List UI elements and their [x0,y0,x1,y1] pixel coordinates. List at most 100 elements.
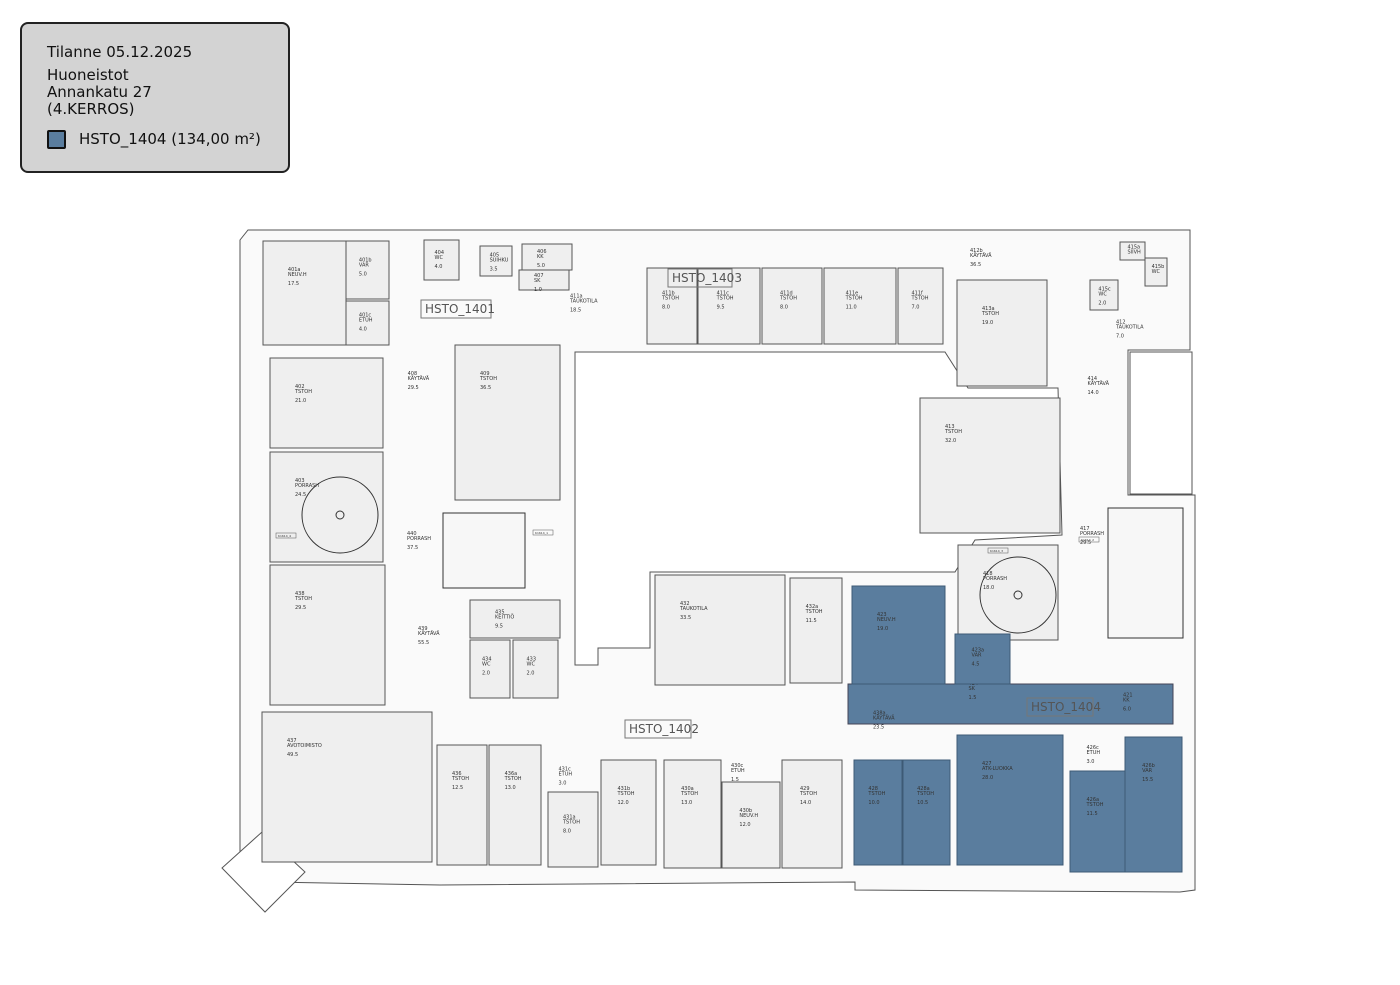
spiral-staircase-icon [979,556,1057,634]
room-number: 436a [505,771,518,777]
room-area [897,267,944,345]
room-size: 18.0 [983,585,994,591]
room-type: WC [1152,269,1161,275]
room-area [697,267,761,345]
room-type: PORRASH [295,483,319,489]
room-area [1089,279,1119,311]
stair-tag: K1614_3 [990,549,1003,553]
room-type: TSTOH [1086,802,1104,808]
room-number: 436 [452,771,462,777]
room-size: 3.5 [490,267,498,273]
room-number: 430c [731,763,744,769]
room-type: WC [435,255,444,261]
apartment-tag-label: HSTO_1404 [1031,700,1101,714]
apartment-tag-frame [420,299,492,319]
room-size: 21.0 [295,398,306,404]
room-number: 402 [295,384,305,390]
room-number: 404 [435,250,445,256]
room-number: 411c [717,291,730,297]
room-size: 29.5 [295,605,306,611]
room-number: 401b [359,257,372,263]
room-type: TSTOH [799,791,817,797]
room-area [454,344,561,501]
room-size: 18.5 [570,307,581,313]
room-number: 406 [537,249,547,255]
room-size: 9.5 [495,623,503,629]
room-type: SIIVH [1128,249,1142,255]
room-number: 412b [970,248,983,254]
room-type: TSTOH [661,296,679,302]
room-type: TSTOH [716,296,734,302]
room-type: KÄYTÄVÄ [873,714,895,721]
room-area [269,357,384,449]
room-number: 439 [418,626,428,632]
room-size: 11.0 [846,305,857,311]
room-size: 6.0 [1123,707,1131,713]
room-number: 418 [983,571,993,577]
room-number: 412 [1116,319,1126,325]
apartment-tag-label: HSTO_1402 [629,722,699,736]
room-size: 9.5 [717,305,725,311]
room-type: ETUH [359,317,373,323]
room-type: TSTOH [479,376,497,382]
apartment-tag: HSTO_1404 [1026,697,1101,717]
room-type: AVOTOIMISTO [287,743,322,749]
room-type: TSTOH [680,791,698,797]
